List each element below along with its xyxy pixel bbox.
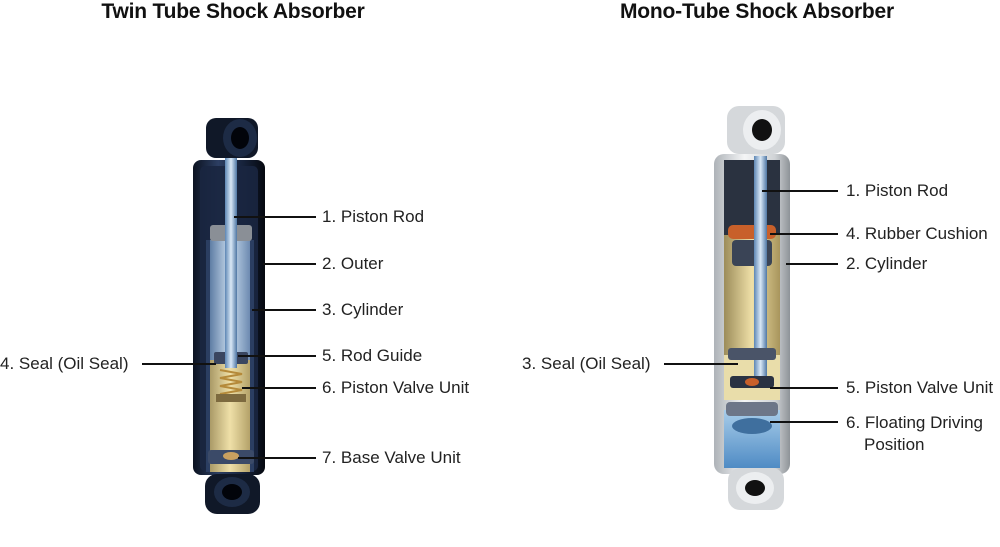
twin-piston-valve-unit xyxy=(216,369,246,402)
mono-rubber-cushion xyxy=(728,225,776,266)
mono-piston-rod xyxy=(754,156,767,384)
mono-seal xyxy=(728,348,776,360)
mono-label-cylinder: 2. Cylinder xyxy=(846,254,928,273)
mono-label-piston-rod: 1. Piston Rod xyxy=(846,181,949,200)
mono-bottom-mount-eye xyxy=(728,468,784,510)
mono-tube-shock-absorber xyxy=(714,106,790,510)
twin-leader-lines xyxy=(142,216,316,459)
twin-piston-rod xyxy=(225,158,237,368)
mono-floating-piston xyxy=(726,402,778,434)
mono-tube-title: Mono-Tube Shock Absorber xyxy=(619,0,895,23)
mono-leader-lines xyxy=(664,190,838,423)
mono-piston-valve-unit xyxy=(730,376,774,388)
twin-top-mount-eye xyxy=(206,118,258,158)
mono-label-floating-line1: 6. Floating Driving xyxy=(846,413,984,432)
mono-label-floating-line2: Position xyxy=(864,435,925,454)
twin-tube-shock-absorber xyxy=(193,118,265,514)
mono-label-rubber-cushion: 4. Rubber Cushion xyxy=(846,224,988,243)
twin-label-outer: 2. Outer xyxy=(322,254,384,273)
twin-label-rod-guide: 5. Rod Guide xyxy=(322,346,423,365)
twin-label-piston-rod: 1. Piston Rod xyxy=(322,207,425,226)
twin-label-piston-valve: 6. Piston Valve Unit xyxy=(322,378,470,397)
twin-label-seal: 4. Seal (Oil Seal) xyxy=(0,354,129,373)
twin-bottom-mount-eye xyxy=(205,474,260,514)
twin-label-base-valve: 7. Base Valve Unit xyxy=(322,448,461,467)
mono-label-piston-valve: 5. Piston Valve Unit xyxy=(846,378,994,397)
mono-top-mount-eye xyxy=(727,106,785,154)
twin-tube-title: Twin Tube Shock Absorber xyxy=(101,0,365,23)
mono-label-seal: 3. Seal (Oil Seal) xyxy=(522,354,651,373)
twin-label-cylinder: 3. Cylinder xyxy=(322,300,404,319)
twin-base-valve-unit xyxy=(208,450,254,464)
